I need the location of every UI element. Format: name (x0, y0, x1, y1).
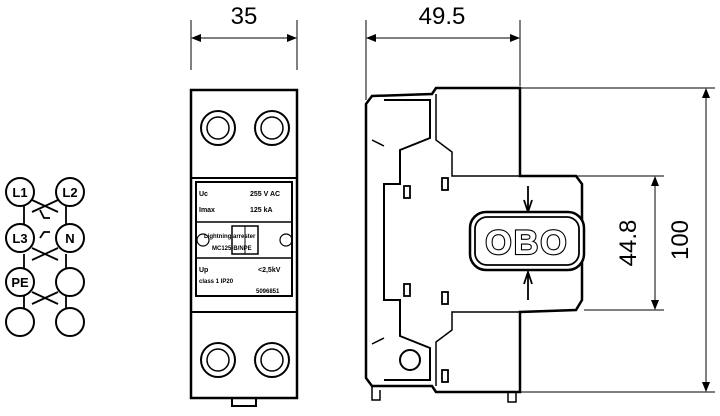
label-up-key: Up (199, 267, 208, 274)
front-screws-bottom (200, 342, 290, 378)
side-slot-5 (441, 369, 449, 383)
obo-logo-text: OBO (485, 224, 568, 262)
terminal-label-l1: L1 (12, 185, 27, 200)
side-body-outline (364, 86, 584, 394)
obo-logo-plate (468, 210, 586, 272)
label-product-line2: MC125-B/NPE (212, 246, 252, 252)
terminal-labels: L1 L2 L3 N PE (11, 185, 77, 290)
side-view (364, 20, 715, 403)
side-slot-3 (441, 177, 449, 191)
front-label-texts: Uc 255 V AC Imax 125 kA Lightning arrest… (199, 191, 281, 295)
terminal-schematic (5, 177, 85, 337)
screw-top-right (254, 110, 290, 146)
side-clip-top (435, 94, 520, 177)
side-arrow-up (523, 186, 533, 215)
side-slot-1 (403, 185, 411, 199)
front-view (189, 20, 299, 407)
label-imax-key: Imax (199, 207, 215, 214)
label-product-line1: Lightning arrester (204, 234, 256, 240)
front-bottom-tab (231, 397, 257, 407)
front-indicator-left (196, 233, 210, 247)
dim-label-width-front: 35 (231, 3, 258, 30)
obo-logo-inner (474, 216, 580, 266)
terminal-empty-3 (55, 307, 85, 337)
label-uc-val: 255 V AC (250, 191, 280, 198)
dim-label-width-side: 49.5 (419, 3, 466, 30)
dim-label-height-total: 100 (667, 220, 694, 260)
terminal-empty-1 (55, 267, 85, 297)
side-slot-2 (403, 283, 411, 297)
side-rail-recess (383, 99, 431, 381)
side-clip-bottom (435, 311, 520, 386)
terminal-label-l3: L3 (12, 231, 27, 246)
terminal-label-n: N (65, 231, 74, 246)
front-indicator-right (279, 233, 293, 247)
screw-bottom-left (200, 342, 236, 378)
terminal-n (55, 223, 85, 253)
side-slot-4 (441, 291, 449, 305)
terminal-label-pe: PE (11, 275, 29, 290)
terminal-l2 (55, 177, 85, 207)
label-uc-key: Uc (199, 191, 208, 198)
label-up-val: <2,5kV (258, 267, 281, 274)
side-arrow-down (523, 269, 533, 300)
terminal-empty-2 (5, 307, 35, 337)
label-imax-val: 125 kA (250, 207, 273, 214)
terminal-label-l2: L2 (62, 185, 77, 200)
label-id: 5096851 (256, 289, 280, 295)
terminal-l1 (5, 177, 35, 207)
screw-bottom-right (254, 342, 290, 378)
screw-top-left (200, 110, 236, 146)
terminal-l3 (5, 223, 35, 253)
dim-label-height-inner: 44.8 (615, 220, 642, 267)
side-mount-hole (399, 349, 421, 371)
terminal-pe (5, 267, 35, 297)
label-class: class 1 IP20 (199, 279, 234, 285)
front-screws-top (200, 110, 290, 146)
